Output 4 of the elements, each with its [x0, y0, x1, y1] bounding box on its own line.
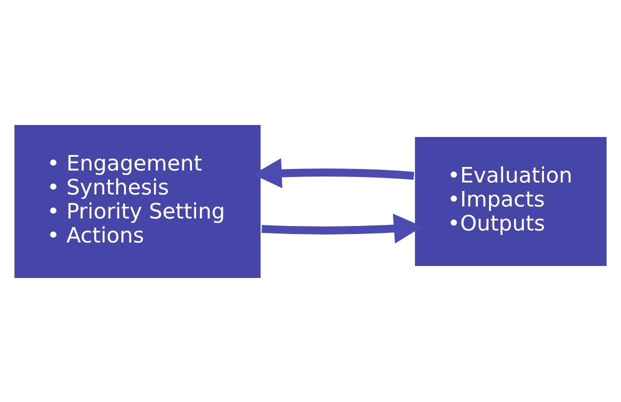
node-box: •Evaluation •Impacts •Outputs — [414, 135, 608, 267]
node-box: • Engagement • Synthesis • Priority Setting • Actions — [13, 123, 262, 279]
arrow — [262, 213, 422, 244]
arrow — [253, 158, 414, 188]
